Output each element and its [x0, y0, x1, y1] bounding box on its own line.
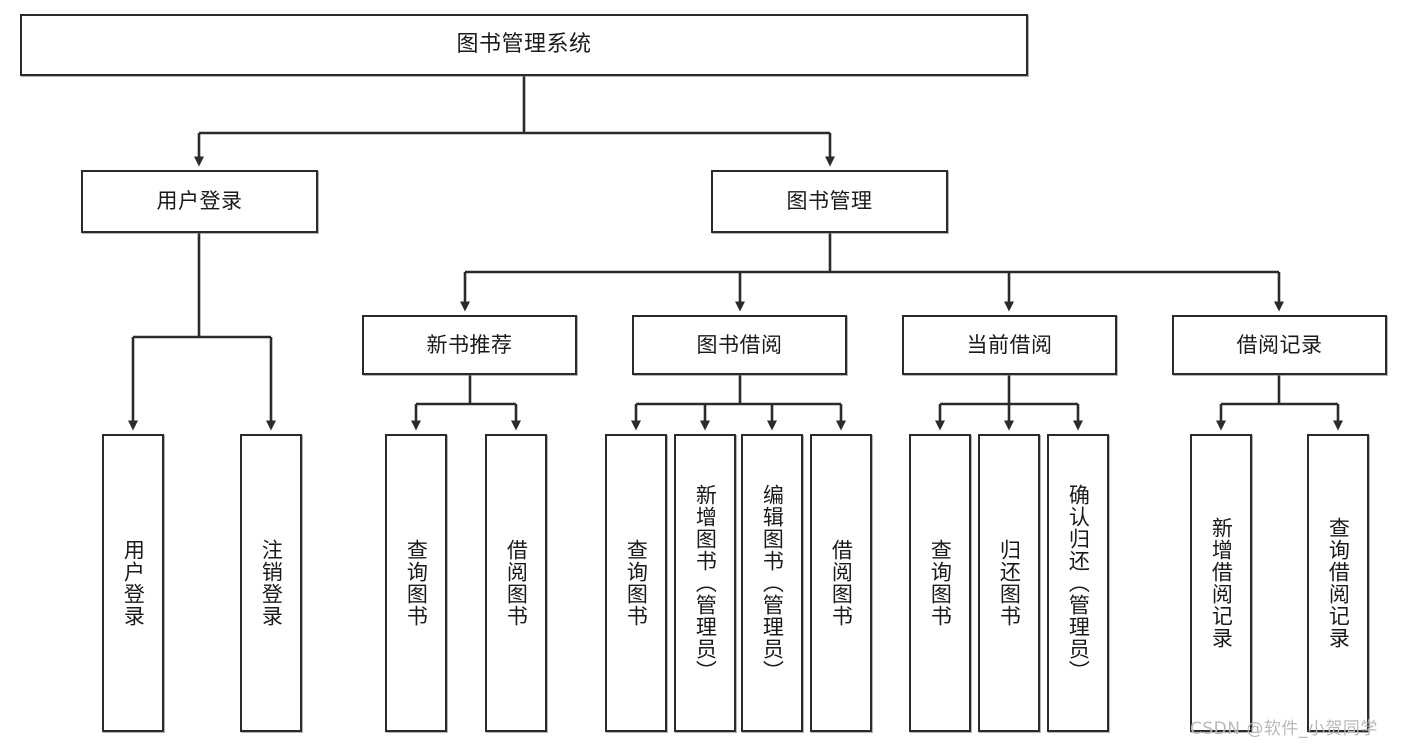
leaf-query-book-3[interactable]: 查询图书	[909, 434, 971, 732]
leaf-borrow-book-2[interactable]: 借阅图书	[810, 434, 872, 732]
node-user-login[interactable]: 用户登录	[81, 170, 318, 233]
leaf-add-book-label: 新增图书（管理员）	[693, 484, 718, 682]
leaf-return-book-label: 归还图书	[997, 539, 1022, 627]
leaf-confirm-return[interactable]: 确认归还（管理员）	[1047, 434, 1109, 732]
node-root-label: 图书管理系统	[456, 32, 592, 58]
leaf-borrow-book-2-label: 借阅图书	[829, 539, 854, 627]
csdn-watermark: CSDN @软件_小贺同学	[1190, 719, 1378, 739]
node-root[interactable]: 图书管理系统	[20, 14, 1028, 76]
leaf-query-book-2[interactable]: 查询图书	[605, 434, 667, 732]
node-book-management[interactable]: 图书管理	[711, 170, 948, 233]
node-book-borrow-label: 图书借阅	[696, 332, 783, 357]
node-borrow-record-label: 借阅记录	[1236, 332, 1323, 357]
leaf-user-login[interactable]: 用户登录	[102, 434, 164, 732]
leaf-borrow-book-1-label: 借阅图书	[504, 539, 529, 627]
node-current-borrow[interactable]: 当前借阅	[902, 315, 1117, 375]
leaf-add-book[interactable]: 新增图书（管理员）	[674, 434, 736, 732]
leaf-user-logout[interactable]: 注销登录	[240, 434, 302, 732]
leaf-user-login-label: 用户登录	[121, 539, 146, 627]
node-user-login-label: 用户登录	[156, 189, 243, 214]
leaf-query-book-2-label: 查询图书	[624, 539, 649, 627]
leaf-edit-book-label: 编辑图书（管理员）	[760, 484, 785, 682]
node-new-book-recommend[interactable]: 新书推荐	[362, 315, 577, 375]
leaf-return-book[interactable]: 归还图书	[978, 434, 1040, 732]
leaf-query-book-3-label: 查询图书	[928, 539, 953, 627]
node-book-management-label: 图书管理	[786, 189, 873, 214]
leaf-query-record[interactable]: 查询借阅记录	[1307, 434, 1369, 732]
node-book-borrow[interactable]: 图书借阅	[632, 315, 847, 375]
node-borrow-record[interactable]: 借阅记录	[1172, 315, 1387, 375]
leaf-query-book-1-label: 查询图书	[404, 539, 429, 627]
leaf-borrow-book-1[interactable]: 借阅图书	[485, 434, 547, 732]
leaf-add-record-label: 新增借阅记录	[1209, 517, 1234, 649]
leaf-add-record[interactable]: 新增借阅记录	[1190, 434, 1252, 732]
node-current-borrow-label: 当前借阅	[966, 332, 1053, 357]
leaf-query-record-label: 查询借阅记录	[1326, 517, 1351, 649]
leaf-user-logout-label: 注销登录	[259, 539, 284, 627]
leaf-query-book-1[interactable]: 查询图书	[385, 434, 447, 732]
leaf-edit-book[interactable]: 编辑图书（管理员）	[741, 434, 803, 732]
node-new-book-recommend-label: 新书推荐	[426, 332, 513, 357]
leaf-confirm-return-label: 确认归还（管理员）	[1066, 484, 1091, 682]
